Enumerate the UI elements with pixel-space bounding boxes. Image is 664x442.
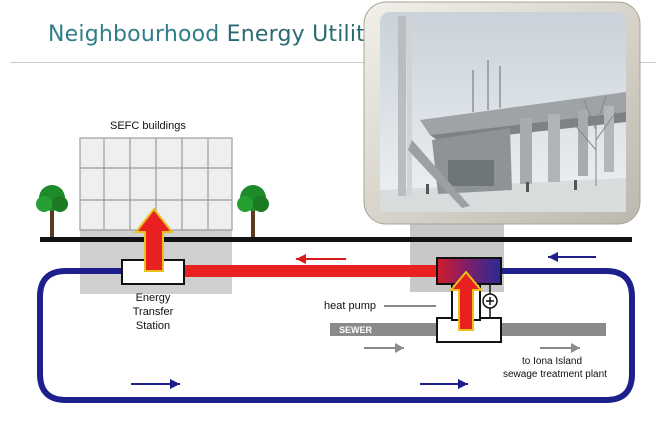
label-ets-1: Energy (136, 292, 171, 304)
heat-up-arrow-building (133, 207, 175, 272)
label-heat-pump: heat pump (324, 300, 376, 312)
tree-icon (36, 185, 68, 237)
title-word-1: Neighbourhood (48, 22, 220, 47)
title-word-2: Energy Utility (226, 22, 379, 47)
flow-arrow-icon (548, 252, 596, 262)
page-title: Neighbourhood Energy Utility (48, 22, 378, 47)
title-rule-right (636, 62, 656, 63)
label-destination-2: sewage treatment plant (503, 369, 607, 380)
flow-arrow-icon (131, 379, 180, 389)
cold-loop-pipe (37, 268, 635, 403)
label-ets-3: Station (136, 320, 170, 332)
flow-arrow-icon (296, 254, 346, 264)
label-sewer: SEWER (339, 325, 373, 335)
ground-line (40, 237, 632, 242)
plus-circle-icon (482, 284, 498, 318)
label-destination-1: to Iona Island (522, 356, 582, 367)
title-rule (10, 62, 372, 63)
station-photo (380, 12, 626, 212)
flow-arrow-icon (540, 343, 580, 353)
hot-supply-pipe (183, 265, 439, 277)
tree-icon (237, 185, 269, 237)
label-ets-2: Transfer (133, 306, 174, 318)
flow-arrow-icon (420, 379, 468, 389)
label-sefc-buildings: SEFC buildings (110, 120, 186, 132)
flow-arrow-icon (364, 343, 404, 353)
heat-up-arrow-pump (448, 270, 484, 331)
